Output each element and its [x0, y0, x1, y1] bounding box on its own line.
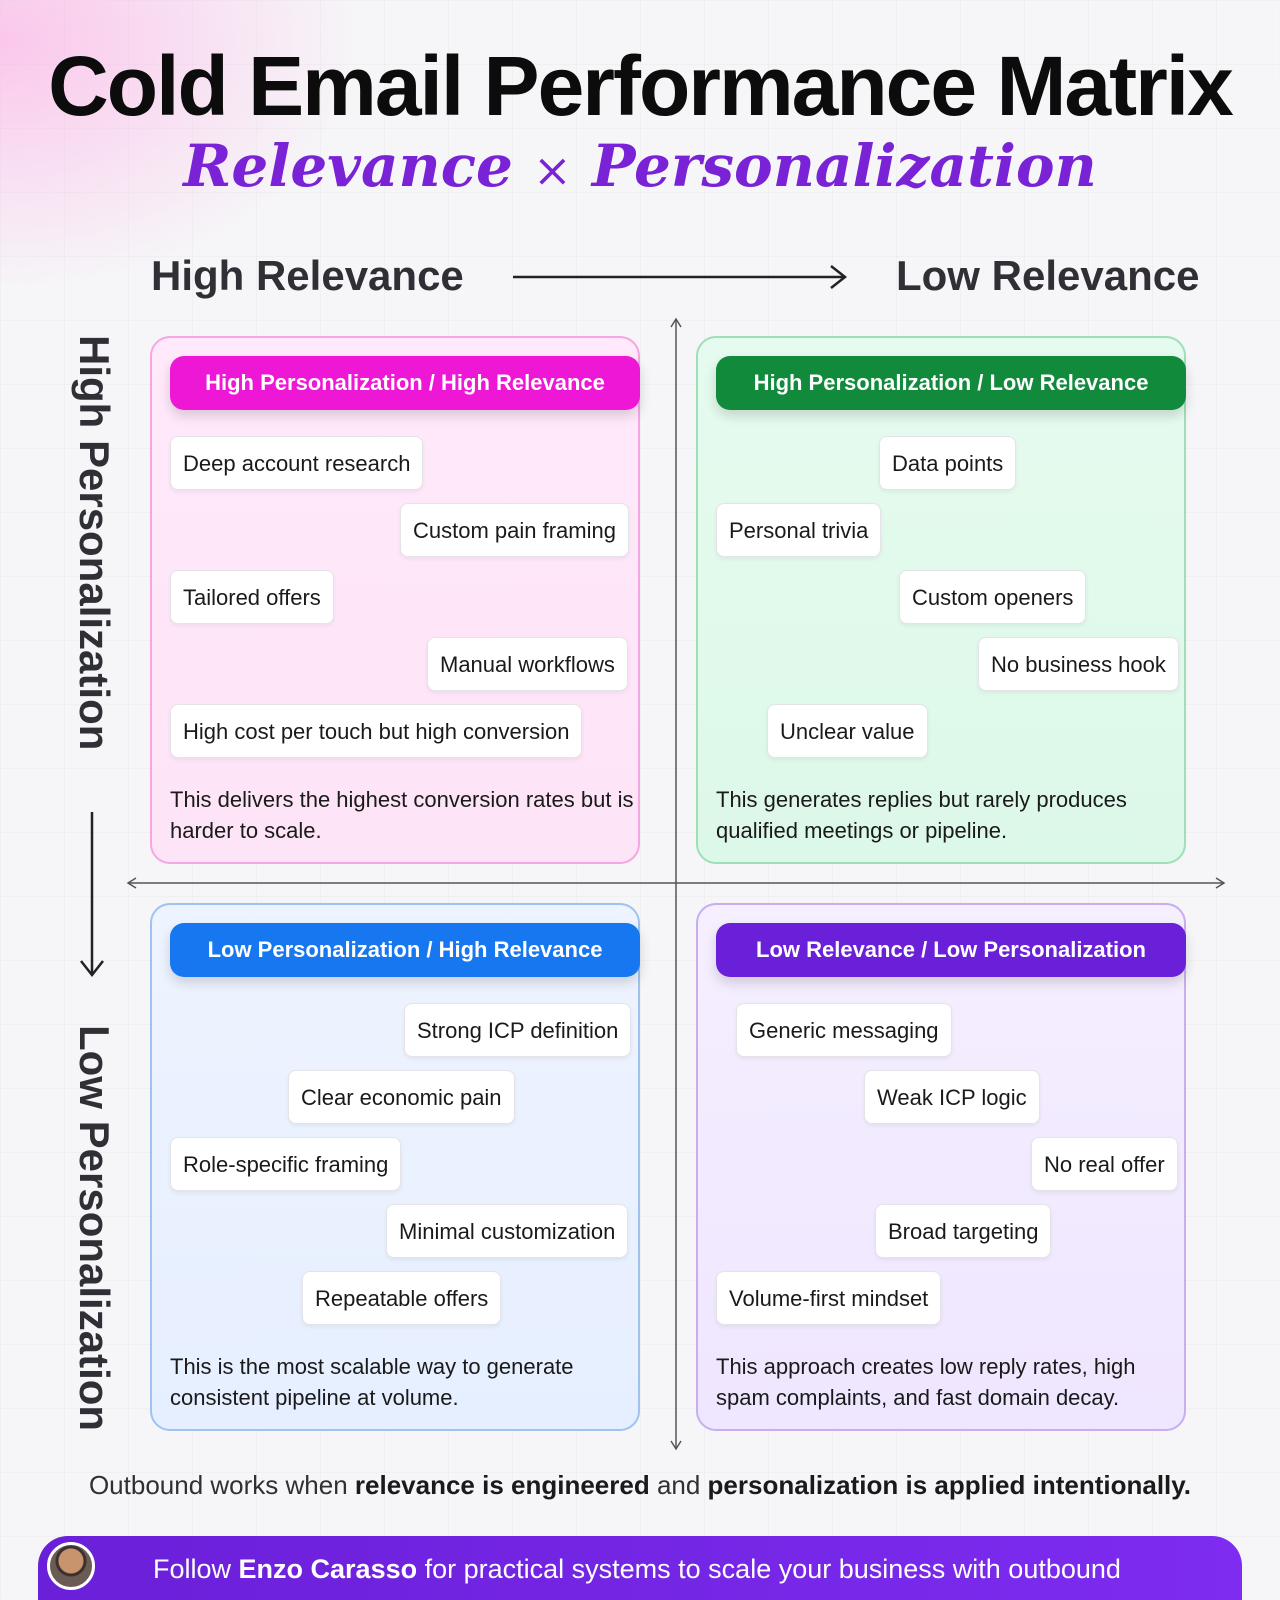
- subtitle-times: ×: [533, 143, 572, 197]
- list-item: Role-specific framing: [170, 1137, 402, 1191]
- list-item: Unclear value: [767, 704, 928, 758]
- list-item: Weak ICP logic: [864, 1070, 1040, 1124]
- list-item: Tailored offers: [170, 570, 334, 624]
- quadrant-description: This approach creates low reply rates, h…: [716, 1354, 1136, 1410]
- axis-label-low-relevance: Low Relevance: [896, 252, 1200, 299]
- footer-note-part1: Outbound works when: [88, 1470, 355, 1500]
- list-item: High cost per touch but high conversion: [170, 704, 583, 758]
- quadrant-description: This generates replies but rarely produc…: [716, 787, 1127, 843]
- banner-author-name[interactable]: Enzo Carasso: [238, 1554, 418, 1584]
- axis-label-low-personalization: Low Personalization: [71, 1025, 118, 1432]
- axis-label-high-relevance: High Relevance: [151, 252, 464, 299]
- quadrant-description: This delivers the highest conversion rat…: [170, 787, 634, 843]
- subtitle-relevance: Relevance: [183, 132, 513, 200]
- list-item: Deep account research: [170, 436, 424, 490]
- list-item: Manual workflows: [427, 637, 628, 691]
- list-item: Personal trivia: [716, 503, 882, 557]
- list-item: Strong ICP definition: [404, 1003, 632, 1057]
- horizontal-divider-axis: [126, 877, 1226, 889]
- follow-banner[interactable]: Follow Enzo Carasso for practical system…: [38, 1536, 1242, 1600]
- footer-note-bold2: personalization is applied intentionally…: [707, 1470, 1192, 1500]
- list-item: Custom pain framing: [400, 503, 629, 557]
- footer-note-part2: and: [649, 1470, 708, 1500]
- relevance-arrow: [513, 265, 848, 289]
- quadrant-header: High Personalization / High Relevance: [170, 356, 640, 410]
- list-item: Minimal customization: [386, 1204, 629, 1258]
- subtitle-personalization: Personalization: [591, 132, 1097, 200]
- banner-prefix: Follow: [153, 1554, 239, 1584]
- banner-suffix: for practical systems to scale your busi…: [417, 1554, 1121, 1584]
- list-item: Clear economic pain: [288, 1070, 515, 1124]
- list-item: No business hook: [978, 637, 1179, 691]
- quadrant-header: High Personalization / Low Relevance: [716, 356, 1186, 410]
- list-item: Repeatable offers: [302, 1271, 502, 1325]
- footer-note: Outbound works when relevance is enginee…: [0, 1470, 1280, 1501]
- quadrant-description: This is the most scalable way to generat…: [170, 1354, 574, 1410]
- banner-text: Follow Enzo Carasso for practical system…: [153, 1554, 1121, 1585]
- page-subtitle: Relevance × Personalization: [0, 132, 1280, 200]
- footer-note-bold1: relevance is engineered: [354, 1470, 650, 1500]
- avatar: [47, 1542, 95, 1590]
- page-title: Cold Email Performance Matrix: [48, 39, 1234, 133]
- quadrant-high-personalization-low-relevance: High Personalization / Low Relevance Dat…: [696, 336, 1186, 864]
- axis-label-high-personalization: High Personalization: [71, 335, 118, 751]
- list-item: Generic messaging: [736, 1003, 952, 1057]
- quadrant-low-personalization-high-relevance: Low Personalization / High Relevance Str…: [150, 903, 640, 1431]
- vertical-divider-axis: [670, 317, 682, 1451]
- list-item: No real offer: [1031, 1137, 1178, 1191]
- quadrant-low-relevance-low-personalization: Low Relevance / Low Personalization Gene…: [696, 903, 1186, 1431]
- personalization-arrow: [80, 812, 104, 978]
- list-item: Data points: [879, 436, 1017, 490]
- quadrant-header: Low Personalization / High Relevance: [170, 923, 640, 977]
- list-item: Broad targeting: [875, 1204, 1052, 1258]
- quadrant-header: Low Relevance / Low Personalization: [716, 923, 1186, 977]
- list-item: Volume-first mindset: [716, 1271, 942, 1325]
- quadrant-high-personalization-high-relevance: High Personalization / High Relevance De…: [150, 336, 640, 864]
- list-item: Custom openers: [899, 570, 1087, 624]
